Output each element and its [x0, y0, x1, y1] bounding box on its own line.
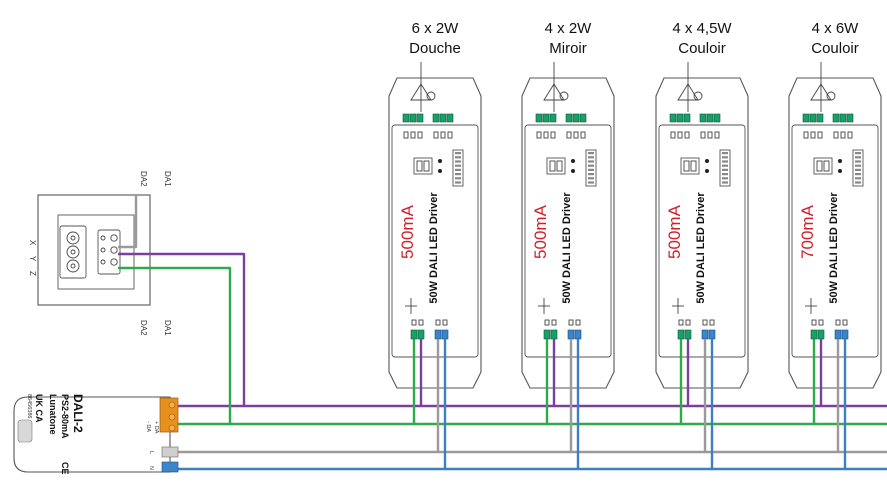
sensor-da2-wire: [118, 195, 138, 249]
driver-location-label: Couloir: [678, 40, 726, 57]
da1-bottom-label: DA1: [163, 320, 172, 336]
driver-location-label: Couloir: [811, 40, 859, 57]
output-current-label: 500mA: [531, 204, 550, 259]
ac-input-terminal: [441, 329, 449, 340]
output-current-label: 500mA: [398, 204, 417, 259]
sensor-purple-wire: [118, 252, 246, 406]
axis-x-label: X: [28, 240, 37, 246]
screw-icon: [559, 91, 569, 101]
ac-input-terminal: [834, 329, 842, 340]
driver-model-label: 50W DALI LED Driver: [428, 192, 440, 304]
output-current-label: 700mA: [798, 204, 817, 259]
led-driver-1: 6 x 2W Douche 500mA 50W DALI LED Driver: [388, 20, 482, 389]
dali-input-terminal: [550, 329, 558, 340]
n-terminal: [161, 461, 179, 473]
module-terminal-screws: [100, 234, 118, 266]
power-supply-model: PS2-80mA: [60, 394, 70, 439]
rotary-switch-icon: [66, 231, 80, 273]
ac-input-terminal: [841, 329, 849, 340]
driver-location-label: Miroir: [549, 40, 587, 57]
sensor-green-wire: [118, 266, 232, 424]
dali-input-terminal: [810, 329, 818, 340]
l-label: L: [148, 451, 154, 454]
da1-top-label: DA1: [163, 171, 172, 187]
ac-input-terminal: [574, 329, 582, 340]
led-driver-2: 4 x 2W Miroir 500mA 50W DALI LED Driver: [521, 20, 615, 389]
dip-switch-icon: [585, 149, 597, 187]
l-terminal: [161, 446, 179, 458]
dali-input-terminal: [677, 329, 685, 340]
dali-input-terminal: [684, 329, 692, 340]
segment-display-icon: [813, 157, 833, 175]
driver-quantity-label: 4 x 4,5W: [672, 20, 732, 37]
ac-input-terminal: [708, 329, 716, 340]
axis-z-label: Z: [28, 271, 37, 276]
driver-quantity-label: 6 x 2W: [412, 20, 460, 37]
dali-input-terminal: [417, 329, 425, 340]
screw-icon: [693, 91, 703, 101]
driver-quantity-label: 4 x 6W: [812, 20, 860, 37]
dali-power-supply: DALI-2 PS2-80mA Lunatone CE UK CA 864563…: [13, 394, 179, 475]
ac-input-terminal: [701, 329, 709, 340]
output-current-label: 500mA: [665, 204, 684, 259]
da2-top-label: DA2: [139, 171, 148, 187]
dali-input-terminal: [410, 329, 418, 340]
led-driver-4: 4 x 6W Couloir 700mA 50W DALI LED Driver: [788, 20, 882, 389]
dali-input-terminal: [817, 329, 825, 340]
dip-switch-icon: [852, 149, 864, 187]
rotary-switch-block: [59, 225, 87, 279]
driver-model-label: 50W DALI LED Driver: [561, 192, 573, 304]
axis-y-label: Y: [28, 256, 37, 262]
segment-display-icon: [413, 157, 433, 175]
segment-display-icon: [546, 157, 566, 175]
driver-model-label: 50W DALI LED Driver: [828, 192, 840, 304]
power-supply-brand: Lunatone: [48, 394, 58, 435]
power-supply-terminals: + DA - DA L N: [145, 397, 179, 473]
ac-input-terminal: [567, 329, 575, 340]
segment-display-icon: [680, 157, 700, 175]
power-supply-housing: [13, 396, 171, 473]
dali-address-module: X Y Z DA2 DA1 DA2 DA1: [28, 171, 172, 336]
da2-bottom-label: DA2: [139, 320, 148, 336]
power-supply-part-number: 86456386: [26, 394, 32, 418]
driver-model-label: 50W DALI LED Driver: [695, 192, 707, 304]
dip-switch-icon: [719, 149, 731, 187]
dali-input-terminal: [543, 329, 551, 340]
screw-icon: [426, 91, 436, 101]
wires-layer: [118, 195, 887, 471]
da-plus-label: + DA: [153, 421, 159, 434]
power-supply-logo: [17, 419, 33, 443]
power-supply-ce-mark: CE: [60, 462, 70, 475]
screw-icon: [826, 91, 836, 101]
power-supply-ukca-mark: UK CA: [34, 394, 44, 423]
da-minus-label: - DA: [145, 421, 151, 432]
driver-location-label: Douche: [409, 40, 461, 57]
driver-quantity-label: 4 x 2W: [545, 20, 593, 37]
power-supply-title: DALI-2: [71, 394, 85, 433]
n-label: N: [148, 466, 154, 470]
dip-switch-icon: [452, 149, 464, 187]
led-driver-3: 4 x 4,5W Couloir 500mA 50W DALI LED Driver: [655, 20, 749, 389]
ac-input-terminal: [434, 329, 442, 340]
